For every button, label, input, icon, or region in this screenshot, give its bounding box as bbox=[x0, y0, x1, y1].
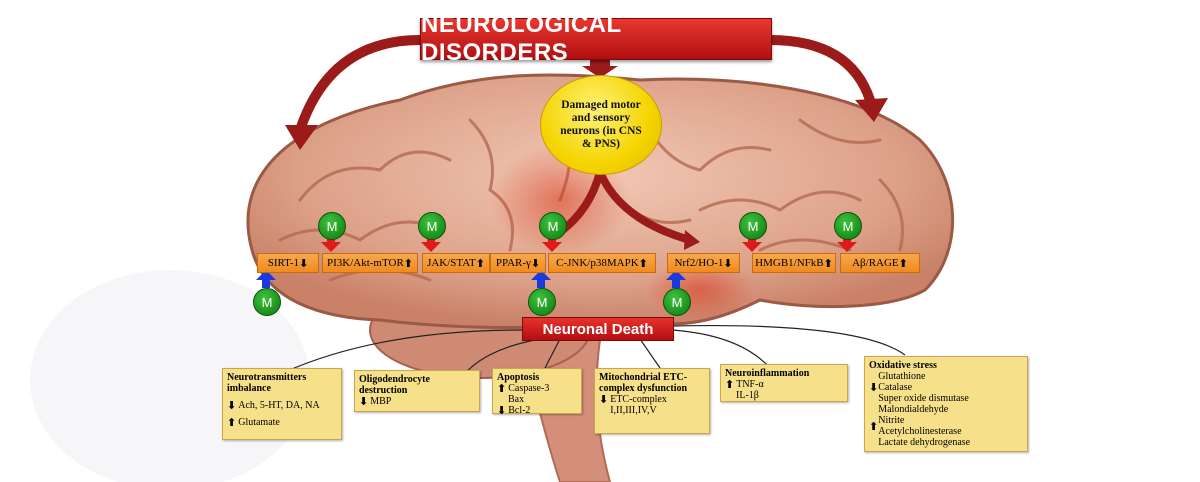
modulator-badge: M bbox=[253, 288, 281, 316]
box-item: Acetylcholinesterase bbox=[878, 426, 962, 437]
box-item: TNF-α bbox=[736, 379, 764, 390]
down-arrow-icon: ⬇ bbox=[227, 399, 237, 412]
pathway-hmgb1: HMGB1/NFkB⬆ bbox=[752, 253, 836, 273]
up-arrow-icon: ⬆ bbox=[497, 382, 507, 395]
box-item: ETC-complex I,II,III,IV,V bbox=[610, 394, 667, 416]
box-item: Malondialdehyde bbox=[878, 404, 949, 415]
box-item: Glutathione bbox=[878, 371, 926, 382]
pathway-abrage: Aβ/RAGE⬆ bbox=[840, 253, 920, 273]
neuroinflammation-box: Neuroinflammation ⬆TNF-α IL-1β bbox=[720, 364, 848, 402]
box-title: Oligodendrocyte destruction bbox=[359, 374, 430, 396]
pathway-pi3k: PI3K/Akt-mTOR⬆ bbox=[322, 253, 418, 273]
box-item: IL-1β bbox=[736, 390, 759, 401]
bubble-arrow-right bbox=[596, 170, 692, 244]
up-arrow-icon: ⬆ bbox=[227, 416, 237, 429]
inhibit-arrows bbox=[321, 233, 857, 252]
activate-arrows bbox=[256, 270, 686, 288]
banner-arrow-left bbox=[295, 35, 425, 135]
modulator-badge: M bbox=[834, 212, 862, 240]
banner-arrowhead-left bbox=[285, 125, 318, 150]
box-item: Caspase-3 bbox=[508, 383, 550, 394]
box-item: Catalase bbox=[878, 382, 913, 393]
box-item: Bax bbox=[508, 394, 525, 405]
bubble-arrowhead-right bbox=[684, 230, 700, 250]
box-item: Ach, 5-HT, DA, NA bbox=[238, 400, 320, 411]
pathway-cjnk: C-JNK/p38MAPK⬆ bbox=[548, 253, 656, 273]
pathway-nrf2: Nrf2/HO-1⬇ bbox=[667, 253, 740, 273]
box-item: Lactate dehydrogenase bbox=[878, 437, 971, 448]
modulator-badge: M bbox=[539, 212, 567, 240]
modulator-badge: M bbox=[418, 212, 446, 240]
neurotransmitters-box: Neurotransmitters imbalance ⬇Ach, 5-HT, … bbox=[222, 368, 342, 440]
box-title: Mitochondrial ETC-complex dysfunction bbox=[599, 372, 688, 394]
modulator-badge: M bbox=[318, 212, 346, 240]
box-title: Apoptosis bbox=[497, 372, 540, 383]
damaged-neurons-bubble: Damaged motor and sensory neurons (in CN… bbox=[540, 75, 662, 175]
banner-arrowhead-right bbox=[855, 98, 888, 122]
down-arrow-icon: ⬇ bbox=[869, 381, 879, 394]
down-arrow-icon: ⬇ bbox=[599, 393, 609, 406]
up-arrow-icon: ⬆ bbox=[725, 378, 735, 391]
mitochondrial-box: Mitochondrial ETC-complex dysfunction ⬇E… bbox=[594, 368, 710, 434]
box-title: Oxidative stress bbox=[869, 360, 937, 371]
box-item: Nitrite bbox=[878, 415, 905, 426]
neuronal-death-banner: Neuronal Death bbox=[522, 317, 674, 341]
modulator-badge: M bbox=[663, 288, 691, 316]
bubble-text: Damaged motor and sensory neurons (in CN… bbox=[560, 99, 642, 150]
pathway-jakstat: JAK/STAT⬆ bbox=[422, 253, 490, 273]
banner-arrow-right bbox=[765, 35, 875, 105]
oxidative-stress-box: Oxidative stress ⬇ Glutathione Catalase … bbox=[864, 356, 1028, 452]
box-title: Neuroinflammation bbox=[725, 368, 810, 379]
apoptosis-box: Apoptosis ⬆Caspase-3 Bax ⬇Bcl-2 bbox=[492, 368, 582, 417]
down-arrow-icon: ⬇ bbox=[497, 404, 507, 417]
oligodendrocyte-box: Oligodendrocyte destruction ⬇MBP bbox=[354, 370, 480, 412]
box-item: Glutamate bbox=[238, 417, 280, 428]
pathway-sirt1: SIRT-1⬇ bbox=[257, 253, 319, 273]
box-item: Super oxide dismutase bbox=[878, 393, 969, 404]
box-title: Neurotransmitters imbalance bbox=[227, 372, 307, 394]
up-arrow-icon: ⬆ bbox=[869, 419, 879, 433]
modulator-badge: M bbox=[528, 288, 556, 316]
banner-down-arrow bbox=[582, 58, 618, 78]
box-item: Bcl-2 bbox=[508, 405, 531, 416]
box-item: MBP bbox=[370, 396, 392, 407]
pathway-ppar: PPAR-γ⬇ bbox=[490, 253, 546, 273]
modulator-badge: M bbox=[739, 212, 767, 240]
down-arrow-icon: ⬇ bbox=[359, 395, 369, 408]
